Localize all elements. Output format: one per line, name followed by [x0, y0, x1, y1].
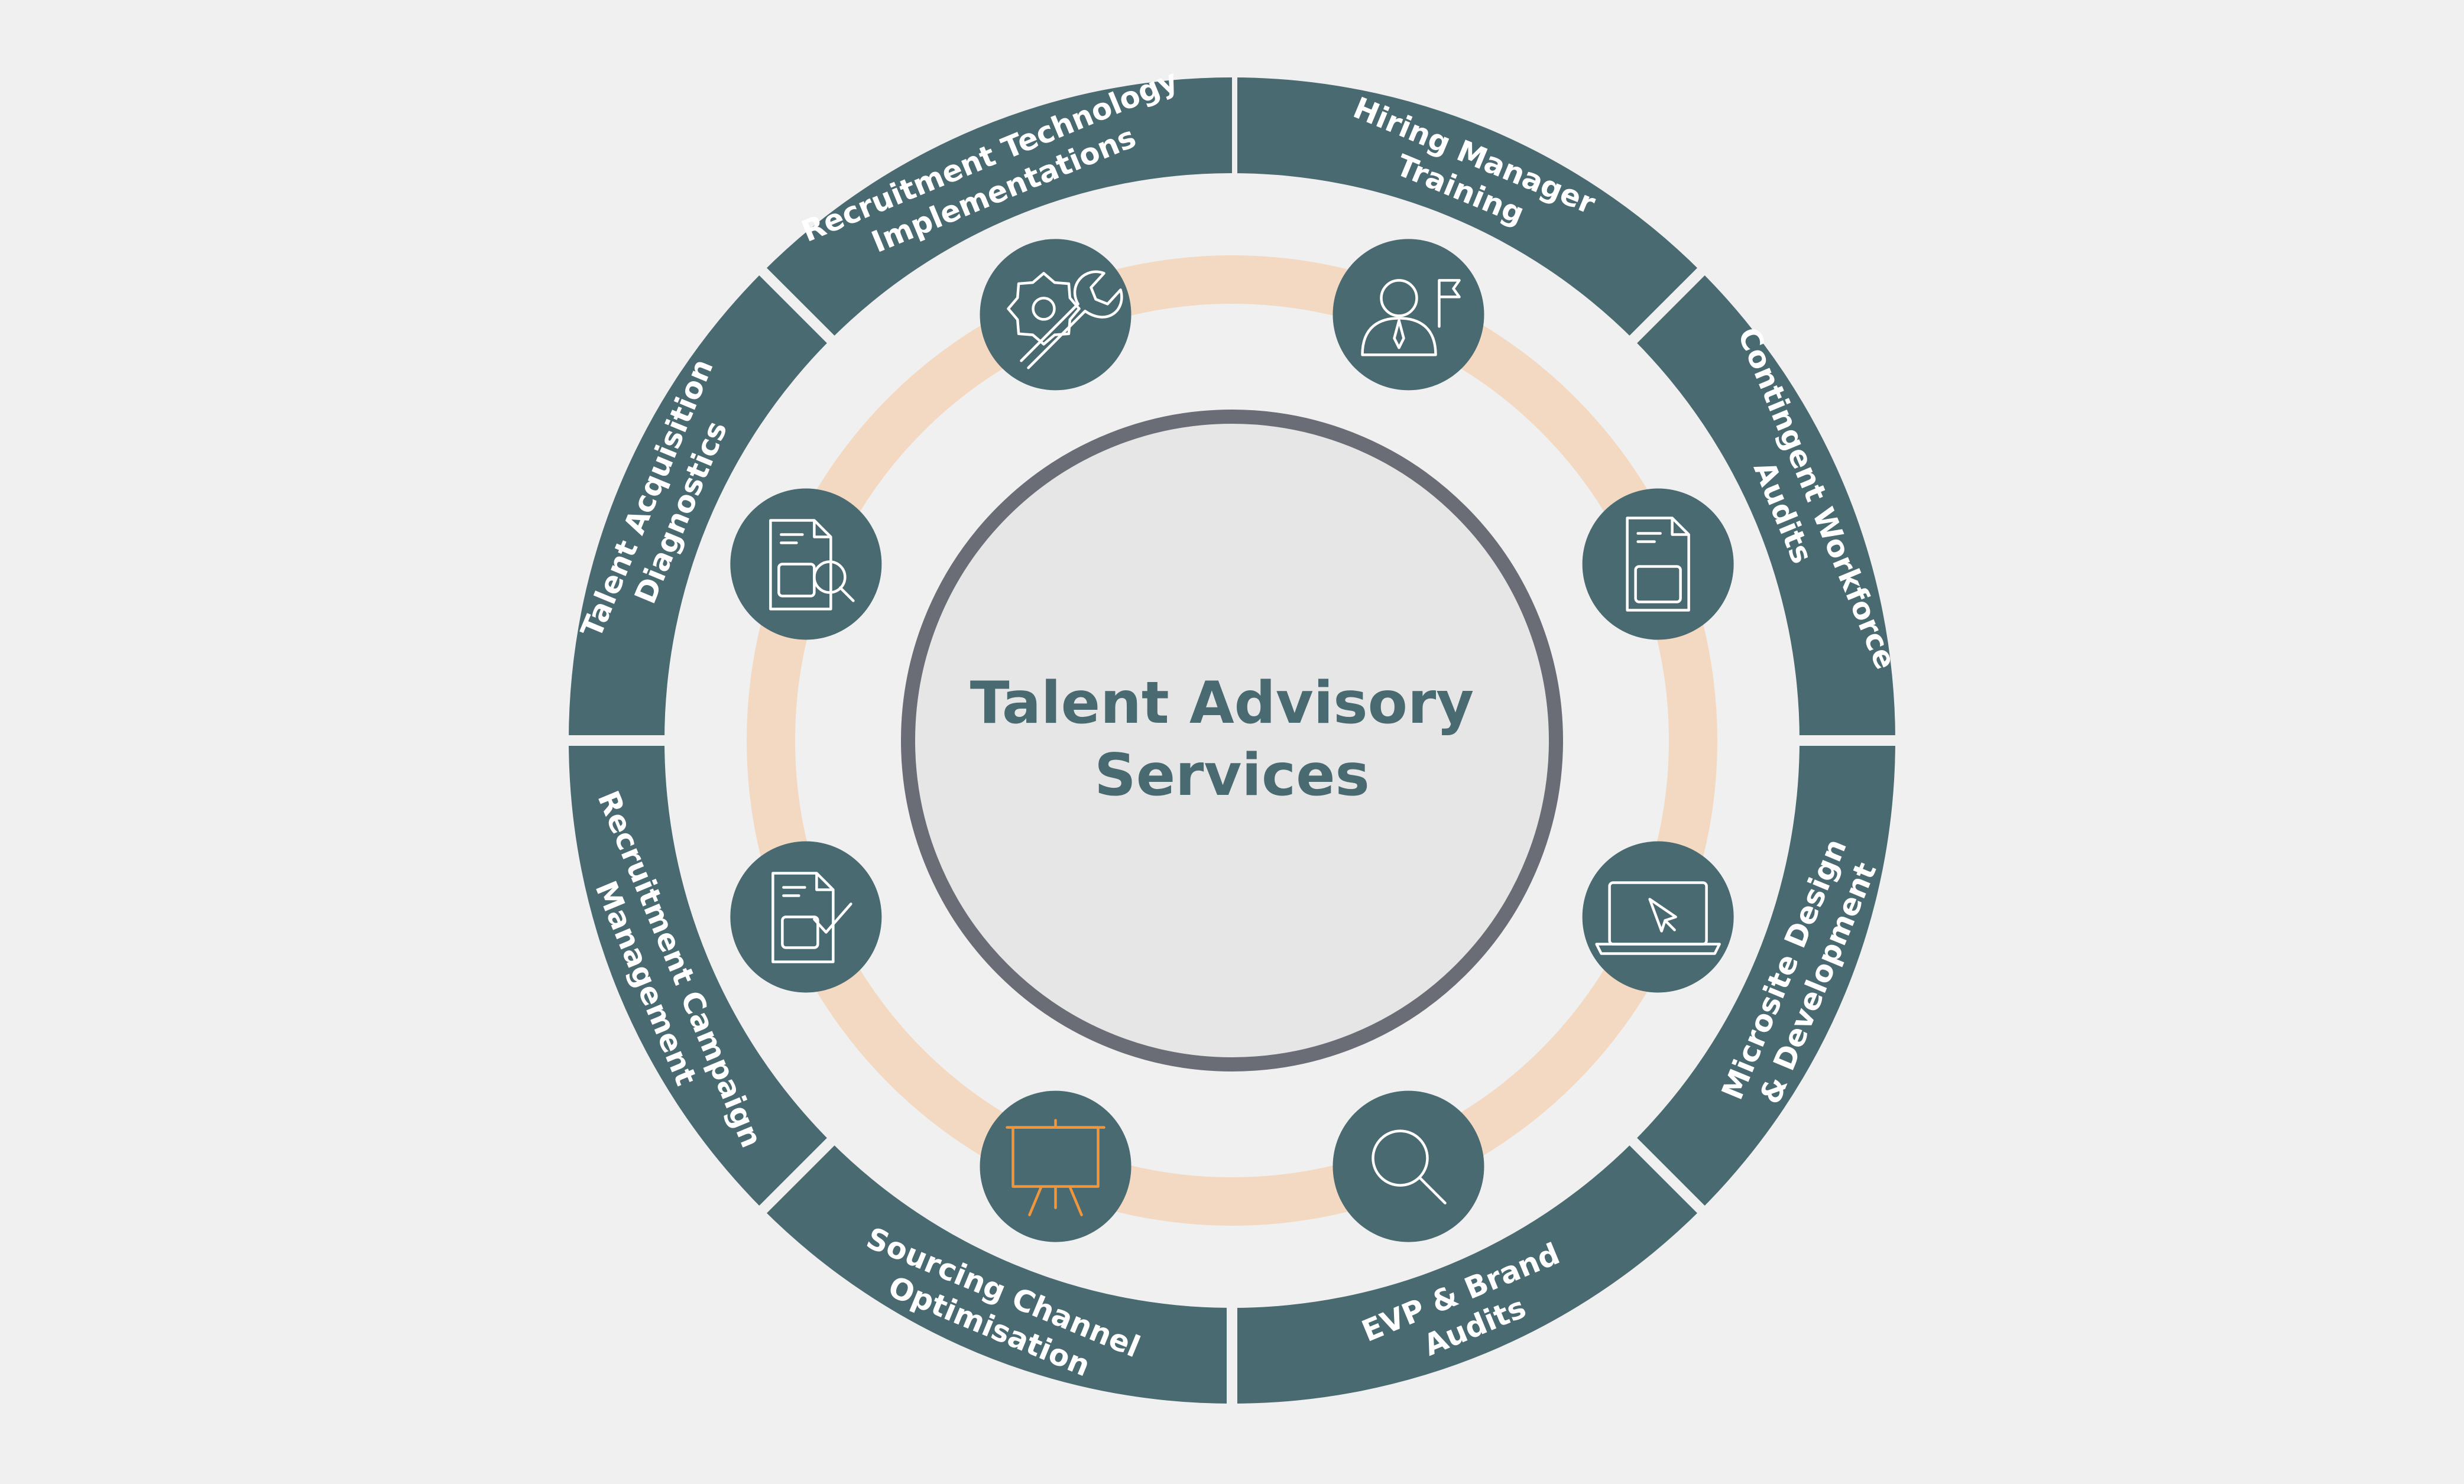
document-icon — [1626, 517, 1690, 612]
segment-divider — [755, 1134, 839, 1217]
segment-divider — [755, 264, 839, 348]
document-search-icon — [769, 519, 855, 611]
segment-divider — [1625, 264, 1709, 348]
center-circle — [901, 410, 1563, 1071]
gear-wrench-icon — [1007, 270, 1123, 369]
badge-circle — [980, 1090, 1132, 1242]
segment-evp-brand-audits[interactable]: EVP & BrandAudits — [1232, 1141, 1701, 1404]
presentation-board-badge[interactable] — [980, 1090, 1132, 1242]
icon-badges — [730, 239, 1734, 1242]
badge-circle — [1582, 488, 1734, 640]
badge-circle — [1582, 841, 1734, 993]
center-title: Talent Advisory Services — [970, 670, 1494, 809]
segment-shape — [1232, 77, 1701, 340]
segment-shape — [569, 741, 831, 1210]
magnifier-badge[interactable] — [1332, 1090, 1484, 1242]
orange-track-ring — [747, 255, 1717, 1226]
segment-shape — [1633, 741, 1895, 1210]
document-badge[interactable] — [1582, 488, 1734, 640]
presentation-board-icon — [1006, 1119, 1105, 1216]
segment-shape — [763, 77, 1232, 340]
center-title-line-2: Services — [1094, 742, 1370, 809]
manager-flag-icon — [1361, 279, 1461, 356]
segment-shape — [1633, 271, 1895, 741]
document-check-badge[interactable] — [730, 841, 882, 993]
center-title-line-1: Talent Advisory — [970, 670, 1474, 737]
badge-circle — [980, 239, 1132, 391]
segment-shape — [1232, 1141, 1701, 1404]
segment-shape — [763, 1141, 1232, 1404]
laptop-cursor-badge[interactable] — [1582, 841, 1734, 993]
segment-shape — [569, 271, 831, 741]
segment-divider — [1625, 1134, 1709, 1217]
badge-circle — [1332, 1090, 1484, 1242]
magnifier-icon — [1372, 1129, 1447, 1204]
gear-wrench-badge[interactable] — [980, 239, 1132, 391]
document-check-icon — [771, 872, 852, 963]
laptop-cursor-icon — [1595, 881, 1721, 955]
document-search-badge[interactable] — [730, 488, 882, 640]
manager-flag-badge[interactable] — [1332, 239, 1484, 391]
